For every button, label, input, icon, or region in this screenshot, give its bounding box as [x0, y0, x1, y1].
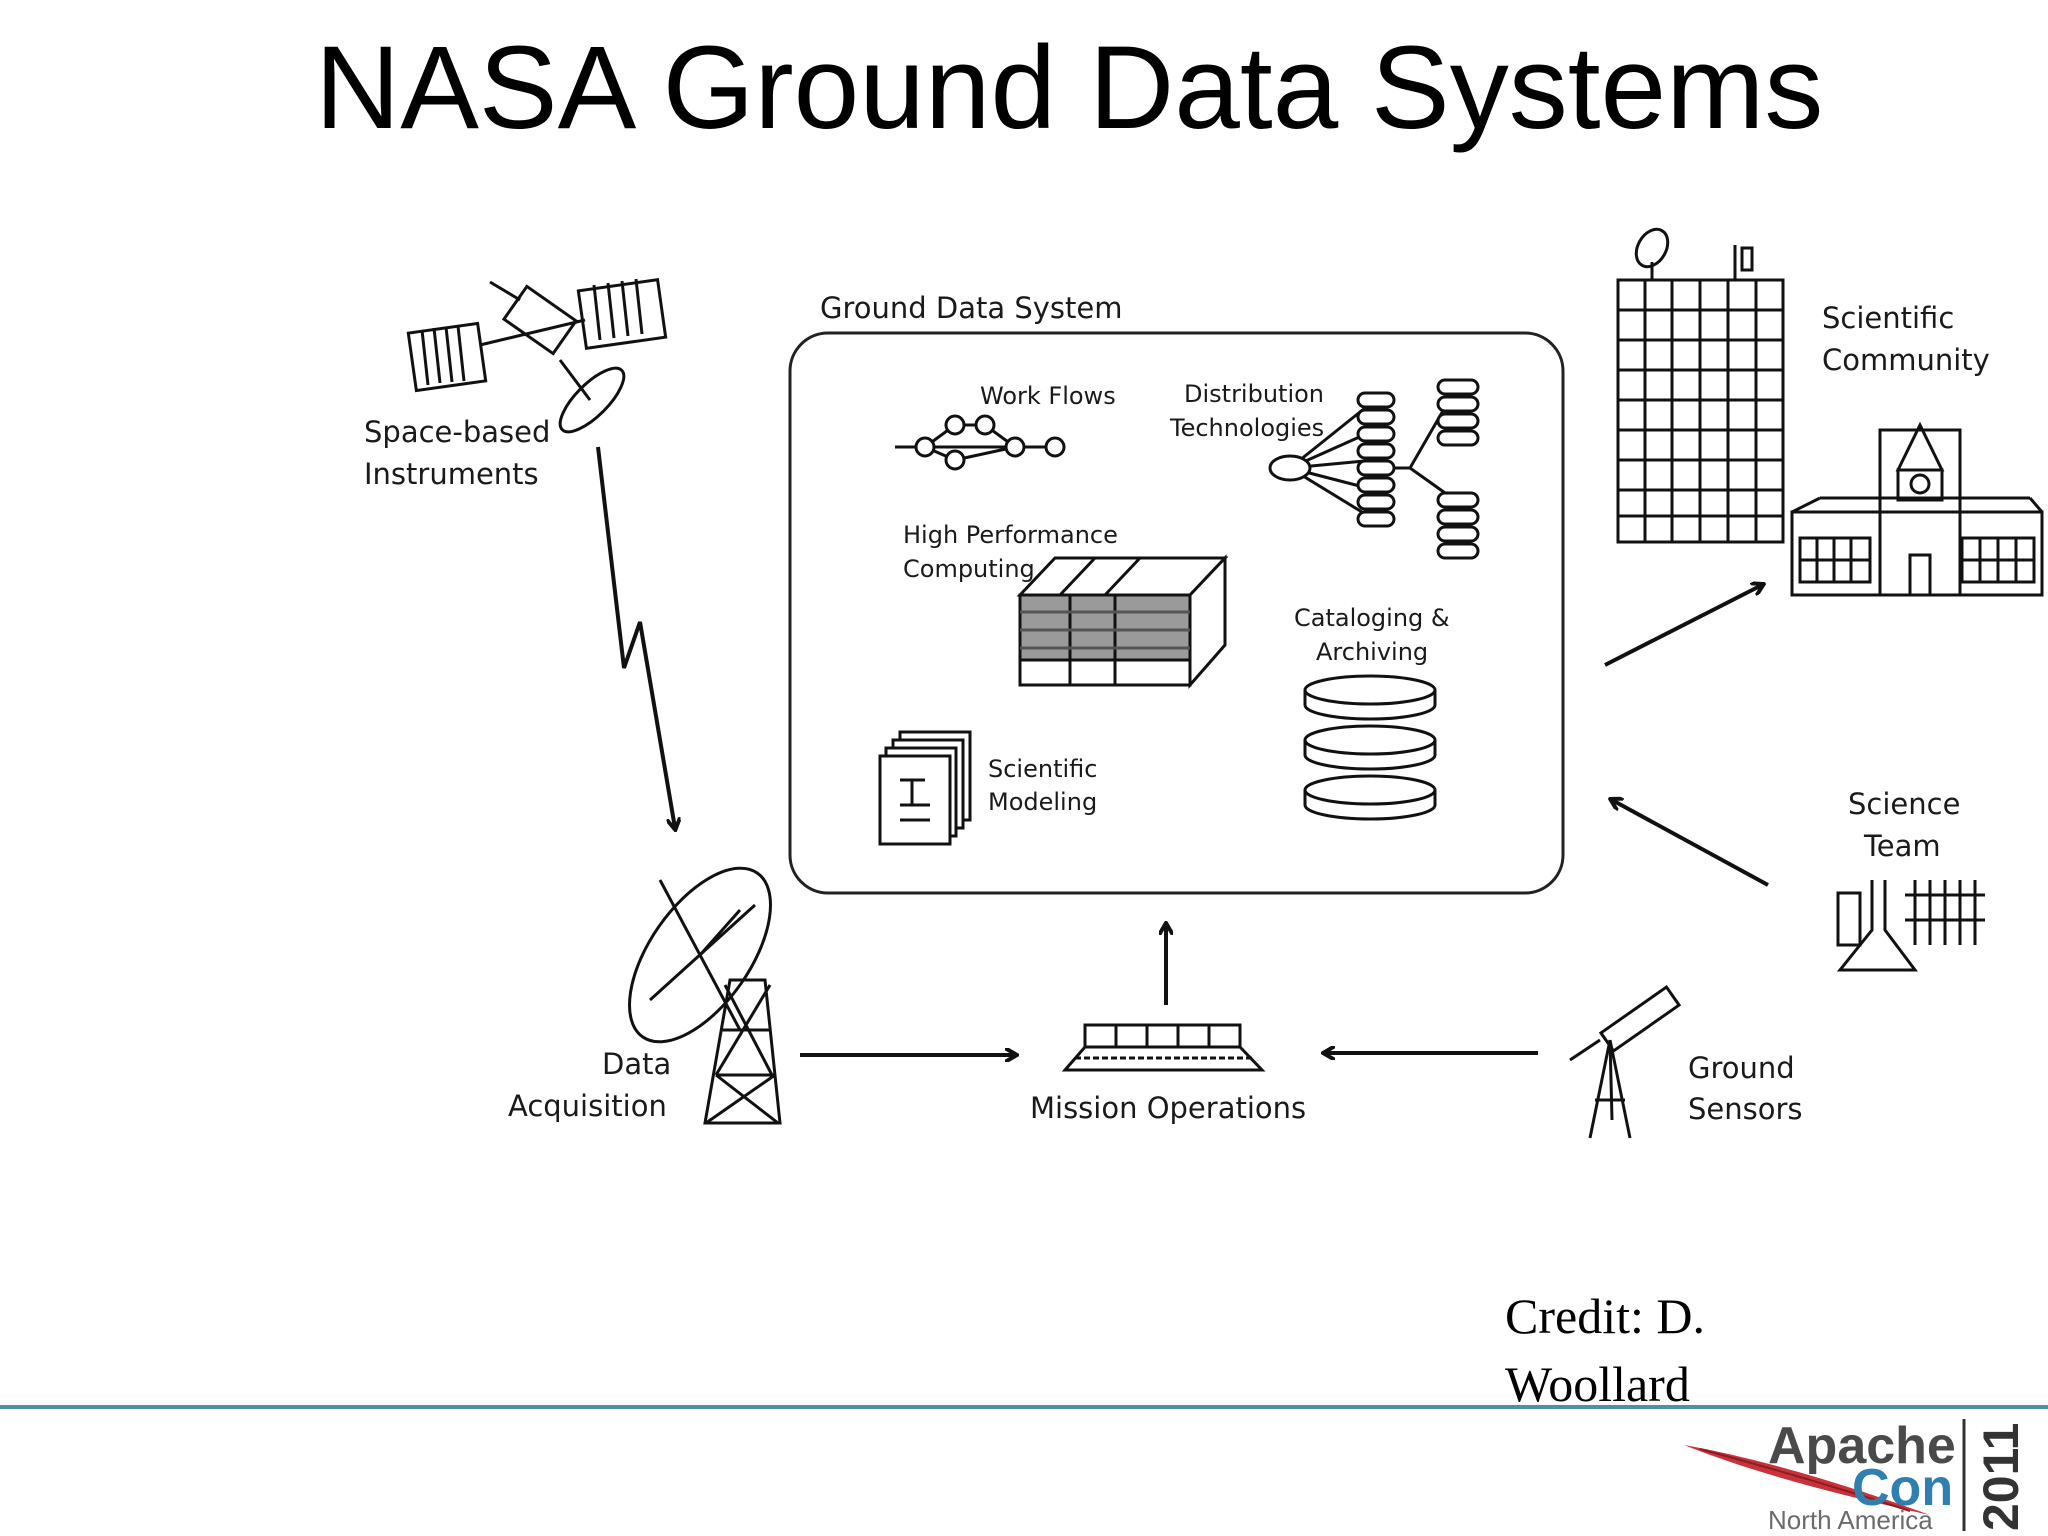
- modeling-label-1: Scientific: [988, 755, 1097, 783]
- workflow-icon: [895, 414, 1066, 471]
- space-instruments-label-1: Space-based: [364, 415, 550, 449]
- hpc-label-1: High Performance: [903, 521, 1118, 549]
- downlink-lightning-arrow: [596, 446, 675, 828]
- cataloging-label-2: Archiving: [1316, 638, 1428, 666]
- mission-console-icon: [1061, 1023, 1266, 1072]
- credit-line-2: Woollard: [1505, 1356, 1690, 1412]
- slide-title: NASA Ground Data Systems: [315, 22, 1824, 154]
- science-team-label-1: Science: [1848, 787, 1960, 821]
- distribution-label-2: Technologies: [1169, 414, 1324, 442]
- credit: Credit: D. Woollard: [1505, 1282, 1805, 1418]
- lab-equipment-icon: [1836, 880, 1985, 972]
- scientific-community-label-1: Scientific: [1822, 301, 1954, 335]
- logo-apache-text: Apache: [1768, 1417, 1956, 1475]
- arrow-team-to-system: [1612, 800, 1769, 887]
- data-acquisition-label-2: Acquisition: [508, 1089, 667, 1123]
- arrow-system-to-community: [1604, 585, 1762, 667]
- office-building-icon: [1616, 227, 1785, 544]
- distribution-label-1: Distribution: [1184, 380, 1324, 408]
- credit-line-1: Credit: D.: [1505, 1288, 1705, 1344]
- ground-data-system-title: Ground Data System: [820, 291, 1123, 325]
- ground-data-system-box: [788, 331, 1565, 895]
- work-flows-label: Work Flows: [980, 382, 1116, 410]
- logo-con-text: Con: [1852, 1459, 1953, 1517]
- telescope-icon: [1569, 984, 1682, 1139]
- modeling-label-2: Modeling: [988, 788, 1097, 816]
- distribution-tree-icon: [1268, 378, 1480, 560]
- space-instruments-label-2: Instruments: [364, 457, 539, 491]
- server-rack-icon: [1016, 554, 1229, 689]
- database-stack-icon: [1303, 674, 1437, 821]
- campus-building-icon: [1790, 421, 2044, 597]
- satellite-icon: [406, 278, 668, 434]
- mission-operations-label: Mission Operations: [1030, 1091, 1306, 1125]
- data-acquisition-label-1: Data: [602, 1047, 671, 1081]
- cataloging-label-1: Cataloging &: [1294, 604, 1450, 632]
- scientific-community-label-2: Community: [1822, 343, 1990, 377]
- science-team-label-2: Team: [1863, 829, 1941, 863]
- ground-sensors-label-2: Sensors: [1688, 1092, 1803, 1126]
- logo-region-text: North America: [1768, 1505, 1933, 1531]
- document-stack-icon: [878, 730, 972, 846]
- logo-year-text: 2011: [1973, 1423, 2029, 1531]
- ground-sensors-label-1: Ground: [1688, 1051, 1795, 1085]
- dish-antenna-icon: [628, 866, 782, 1125]
- apachecon-logo: Apache Con North America 2011: [1684, 1417, 2029, 1531]
- hpc-label-2: Computing: [903, 555, 1035, 583]
- footer-rule: [0, 1405, 2048, 1409]
